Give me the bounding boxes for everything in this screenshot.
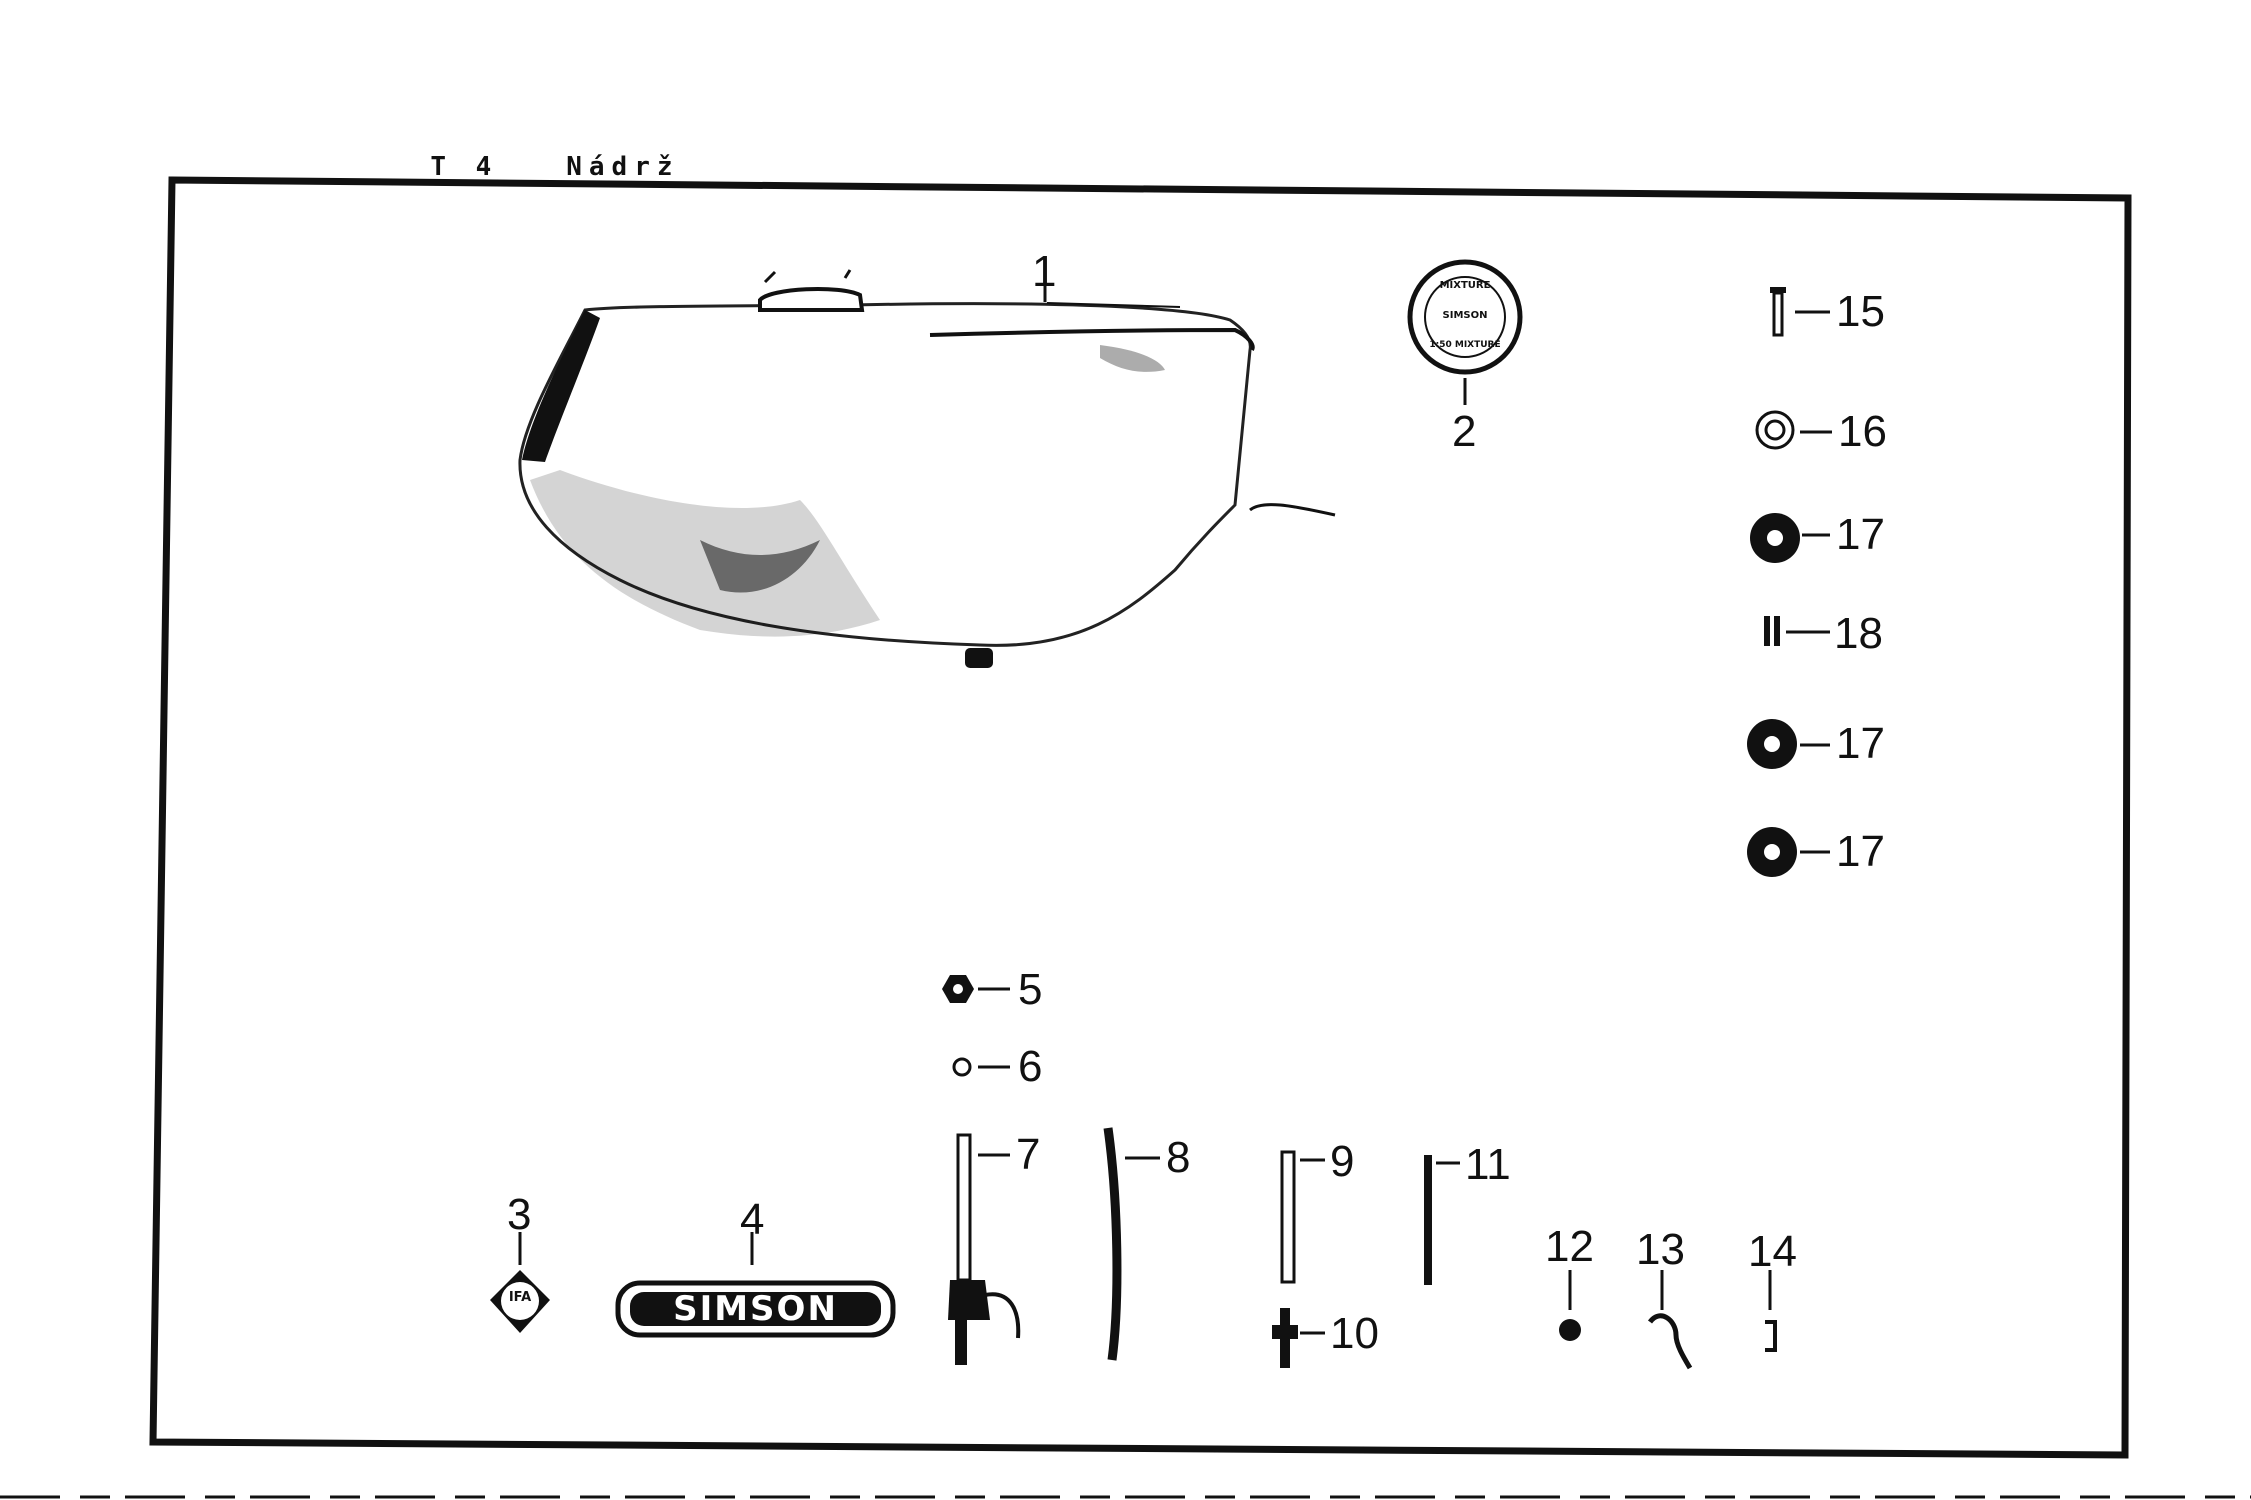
washer-icon [1755, 410, 1795, 450]
page-title: T 4 Nádrž [385, 122, 680, 182]
spacer-sleeve [1764, 616, 1780, 646]
simson-emblem-label: SIMSON [673, 1289, 838, 1329]
bolt-icon [1770, 287, 1786, 337]
callout-15: 15 [1836, 287, 1885, 336]
callout-1: 1 [1032, 247, 1057, 296]
callout-17: 17 [1836, 510, 1885, 559]
callout-4: 4 [740, 1195, 765, 1244]
section-code: T 4 [430, 152, 499, 182]
callout-10: 10 [1330, 1309, 1379, 1358]
callout-6: 6 [1018, 1042, 1043, 1091]
spring-clip [1765, 1320, 1777, 1352]
cap-text-bottom: 1:50 MIXTURE [1429, 340, 1501, 350]
callout-11: 11 [1465, 1140, 1511, 1189]
callout-8: 8 [1166, 1133, 1191, 1182]
callout-9: 9 [1330, 1137, 1355, 1186]
valve-screw [1272, 1308, 1298, 1368]
fuel-hose [1103, 1127, 1122, 1361]
washer-small-icon [952, 1057, 972, 1077]
fuel-tank [518, 269, 1336, 668]
hose-clip [1647, 1313, 1693, 1370]
callout-16: 16 [1838, 407, 1887, 456]
cap-text-top: MIXTURE [1439, 280, 1491, 291]
cap-nut-icon [1559, 1319, 1581, 1341]
fuel-tap [948, 1133, 1021, 1365]
ifa-badge [490, 1270, 550, 1333]
tube-rod [1424, 1155, 1432, 1285]
simson-emblem [615, 1280, 896, 1338]
callout-13: 13 [1636, 1225, 1685, 1274]
callout-12: 12 [1545, 1222, 1594, 1271]
filler-cap [1407, 259, 1523, 375]
callout-14: 14 [1748, 1227, 1797, 1276]
callout-2: 2 [1452, 407, 1477, 456]
diagram-border [149, 176, 2132, 1459]
section-title: Nádrž [566, 152, 680, 182]
callout-18: 18 [1834, 609, 1883, 658]
callout-5: 5 [1018, 965, 1043, 1014]
callout-3: 3 [507, 1190, 532, 1239]
cap-text-center: SIMSON [1442, 310, 1488, 321]
callout-17-third: 17 [1836, 827, 1885, 876]
ifa-badge-label: IFA [508, 1290, 532, 1305]
callout-7: 7 [1016, 1130, 1041, 1179]
callout-17-second: 17 [1836, 719, 1885, 768]
strainer-tube [1280, 1150, 1296, 1284]
